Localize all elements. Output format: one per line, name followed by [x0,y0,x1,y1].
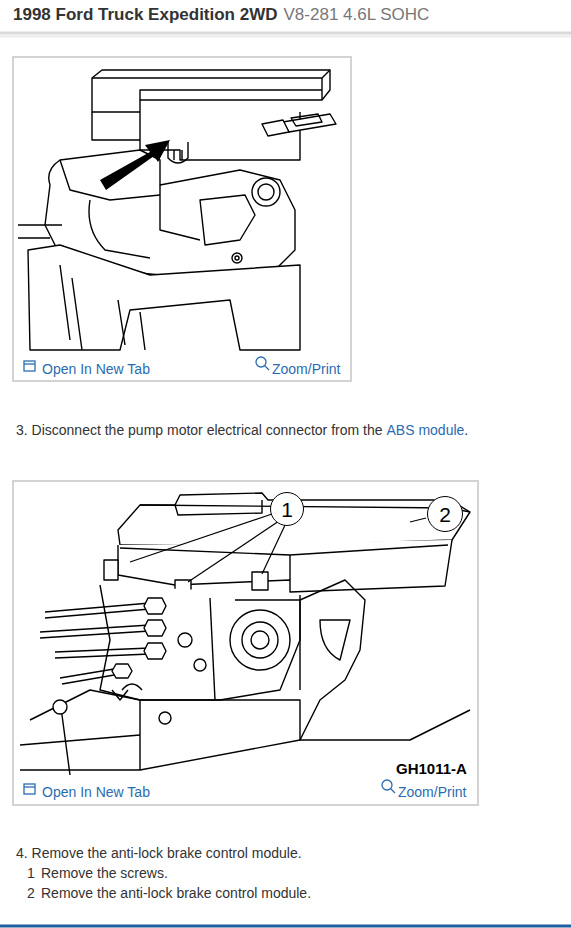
engine-spec: V8-281 4.6L SOHC [284,6,430,23]
step-text: 3. Disconnect the pump motor electrical … [16,422,383,439]
toolbar-link: Open In New Tab [42,361,150,377]
abs-unit-figure-2 [20,493,470,775]
substep-number: 1 [27,865,35,882]
bottom-rule [0,925,571,928]
figure-frame: Open In New Tab Zoom/Print 1 2 [12,480,479,806]
link-text: ABS module [387,422,465,439]
figure-frame: Open In New Tab Zoom/Print [12,56,352,382]
title-bar [0,0,571,32]
figure-code: GH1011-A [396,760,467,777]
substep-text: Remove the screws. [41,865,168,882]
callout-number: 1 [281,499,293,520]
step-text: 4. Remove the anti-lock brake control mo… [16,845,302,862]
toolbar-link: Zoom/Print [272,361,340,377]
step-text: . [464,422,468,439]
title-shadow [0,35,571,38]
title-divider [0,32,571,35]
callout-circle: 2 [427,496,463,532]
toolbar-link: Open In New Tab [42,784,150,800]
page-title: 1998 Ford Truck Expedition 2WD [13,6,278,23]
pointer-arrow [100,140,170,190]
substep-text: Remove the anti-lock brake control modul… [41,885,311,902]
leader-lines [130,514,426,582]
toolbar-link: Zoom/Print [398,784,466,800]
callout-circle: 1 [270,492,304,526]
substep-number: 2 [27,885,35,902]
abs-unit-figure-1 [18,70,336,350]
callout-number: 2 [439,504,451,525]
